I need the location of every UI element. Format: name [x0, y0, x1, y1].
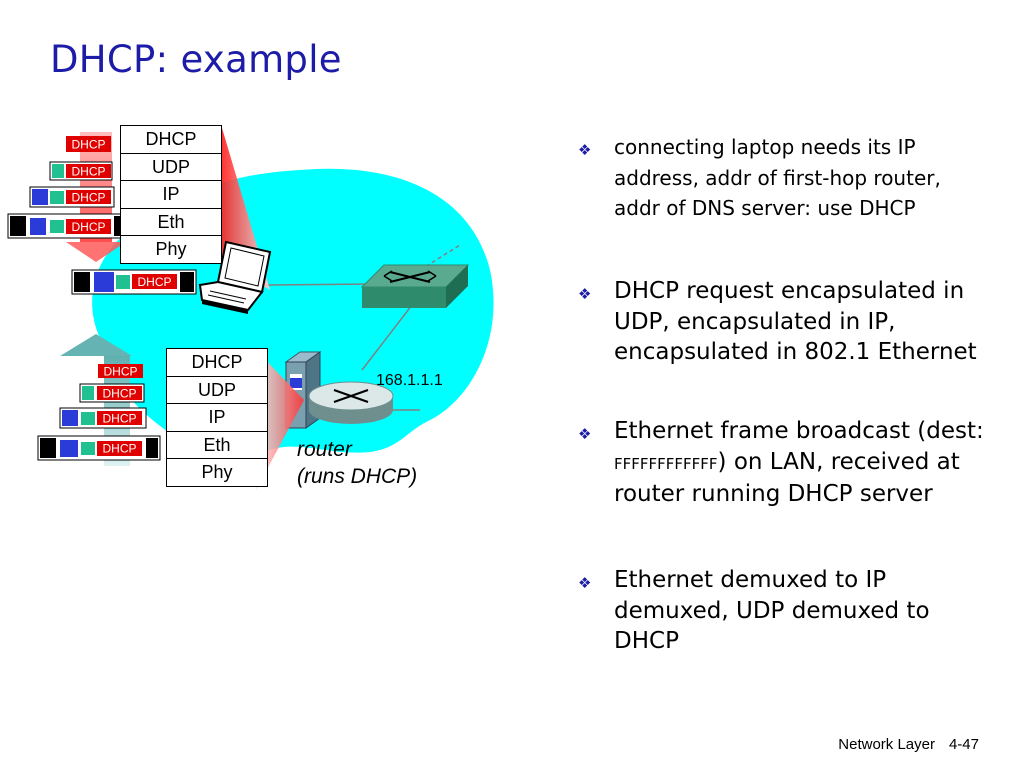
slide-footer: Network Layer 4-47 [838, 736, 979, 753]
stack-layer-ip: IP [167, 404, 267, 432]
bullet-item: ❖ DHCP request encapsulated in UDP, enca… [578, 276, 1004, 368]
protocol-stack-server: DHCP UDP IP Eth Phy [166, 348, 268, 487]
switch-icon [360, 264, 470, 308]
bullet-item: ❖ connecting laptop needs its IP address… [578, 132, 944, 224]
stack-layer-ip: IP [121, 181, 221, 209]
stack-layer-dhcp: DHCP [167, 349, 267, 377]
packet-eth-top: DHCP [7, 213, 129, 239]
packet-label: DHCP [71, 165, 105, 179]
packet-label: DHCP [102, 442, 136, 456]
packet-label: DHCP [102, 412, 136, 426]
bullet-text: connecting laptop needs its IP address, … [614, 135, 941, 220]
packet-udp-bottom: DHCP [79, 383, 145, 403]
stack-layer-phy: Phy [201, 462, 233, 482]
diamond-bullet-icon: ❖ [578, 141, 592, 159]
broadcast-address: FFFFFFFFFFFF [614, 454, 718, 473]
packet-label: DHCP [71, 191, 105, 205]
packet-udp-top: DHCP [49, 161, 113, 181]
slide-title: DHCP: example [50, 38, 342, 81]
stack-layer-udp: UDP [167, 377, 267, 404]
diamond-bullet-icon: ❖ [578, 425, 592, 443]
packet-label: DHCP [102, 387, 136, 401]
stack-layer-dhcp: DHCP [121, 126, 221, 154]
footer-page-number: 4-47 [948, 736, 979, 753]
packet-dhcp-top: DHCP [66, 136, 111, 152]
bullet-item: ❖ Ethernet frame broadcast (dest: FFFFFF… [578, 416, 1009, 510]
laptop-icon [198, 240, 272, 314]
stack-layer-phy: Phy [155, 239, 187, 259]
packet-in-transit: DHCP [71, 269, 197, 295]
packet-ip-top: DHCP [29, 186, 115, 208]
protocol-stack-client: DHCP UDP IP Eth Phy [120, 125, 222, 264]
bullet-text: Ethernet demuxed to IP demuxed, UDP demu… [614, 567, 930, 654]
router-icon [308, 381, 420, 424]
packet-label: DHCP [71, 138, 105, 152]
router-label-line2: (runs DHCP) [297, 465, 418, 488]
router-label-line1: router [297, 438, 352, 461]
diamond-bullet-icon: ❖ [578, 285, 592, 303]
packet-dhcp-bottom: DHCP [98, 364, 143, 379]
encapsulation-triangle-bottom [256, 350, 304, 490]
router-ip-label: 168.1.1.1 [376, 372, 443, 389]
diamond-bullet-icon: ❖ [578, 574, 592, 592]
bullet-item: ❖ Ethernet demuxed to IP demuxed, UDP de… [578, 565, 994, 657]
packet-label: DHCP [71, 220, 105, 234]
packet-label: DHCP [137, 275, 171, 289]
packet-ip-bottom: DHCP [59, 407, 147, 429]
packet-eth-bottom: DHCP [37, 435, 161, 461]
link-laptop-switch [267, 283, 373, 286]
link-switch-router [361, 304, 413, 371]
footer-section: Network Layer [838, 736, 935, 753]
bullet-text: Ethernet frame broadcast (dest: [614, 418, 984, 444]
stack-layer-eth: Eth [167, 432, 267, 459]
bullet-text: DHCP request encapsulated in UDP, encaps… [614, 278, 977, 365]
packet-label: DHCP [103, 365, 137, 379]
stack-layer-udp: UDP [121, 154, 221, 181]
router-label: router (runs DHCP) [297, 436, 417, 490]
stack-layer-eth: Eth [121, 209, 221, 236]
bullet-text: ) on LAN, received at router running DHC… [614, 448, 960, 508]
